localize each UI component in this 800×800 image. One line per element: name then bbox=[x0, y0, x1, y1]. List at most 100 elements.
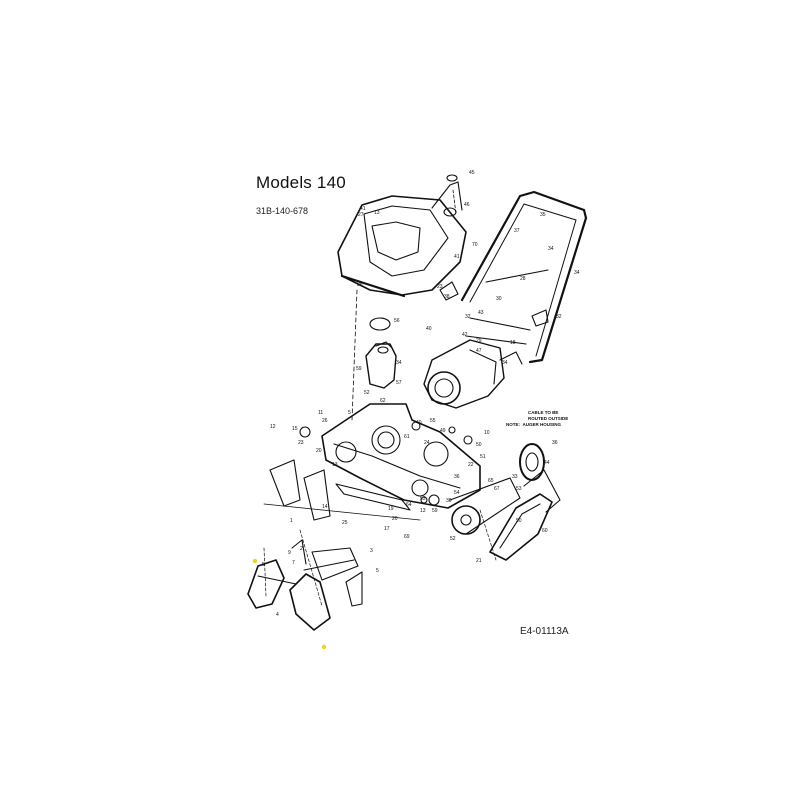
diagram-title: Models 140 bbox=[256, 173, 346, 192]
svg-text:49: 49 bbox=[440, 428, 446, 434]
svg-text:12: 12 bbox=[270, 424, 276, 430]
svg-text:30: 30 bbox=[446, 498, 452, 504]
svg-text:32: 32 bbox=[465, 314, 471, 320]
svg-text:23: 23 bbox=[437, 284, 443, 290]
svg-text:28: 28 bbox=[520, 276, 526, 282]
svg-text:41: 41 bbox=[454, 254, 460, 260]
svg-text:25: 25 bbox=[342, 520, 348, 526]
svg-text:43: 43 bbox=[478, 310, 484, 316]
engine bbox=[423, 339, 523, 409]
svg-text:60: 60 bbox=[542, 528, 548, 534]
chute-knob bbox=[446, 174, 458, 182]
svg-text:17: 17 bbox=[384, 526, 390, 532]
svg-text:51: 51 bbox=[480, 454, 486, 460]
svg-text:9: 9 bbox=[288, 550, 291, 556]
svg-text:59: 59 bbox=[432, 508, 438, 514]
auger-housing bbox=[321, 403, 481, 509]
svg-text:34: 34 bbox=[574, 270, 580, 276]
svg-text:27: 27 bbox=[358, 212, 364, 218]
svg-text:7: 7 bbox=[292, 560, 295, 566]
svg-text:50: 50 bbox=[476, 442, 482, 448]
svg-text:5: 5 bbox=[262, 562, 265, 568]
svg-text:53: 53 bbox=[516, 486, 522, 492]
svg-text:14: 14 bbox=[322, 504, 328, 510]
svg-text:5: 5 bbox=[348, 410, 351, 416]
svg-text:21: 21 bbox=[476, 558, 482, 564]
svg-text:67: 67 bbox=[494, 486, 500, 492]
svg-text:44: 44 bbox=[544, 460, 550, 466]
svg-text:34: 34 bbox=[396, 360, 402, 366]
svg-text:37: 37 bbox=[514, 228, 520, 234]
svg-text:33: 33 bbox=[512, 474, 518, 480]
svg-text:34: 34 bbox=[548, 246, 554, 252]
svg-text:30: 30 bbox=[496, 296, 502, 302]
svg-text:35: 35 bbox=[540, 212, 546, 218]
note-line-1: CABLE TO BE bbox=[528, 410, 559, 415]
highlight-marker bbox=[321, 644, 327, 650]
svg-text:29: 29 bbox=[476, 338, 482, 344]
fuel-tank bbox=[365, 341, 397, 389]
pulley bbox=[451, 505, 481, 535]
svg-text:69: 69 bbox=[404, 534, 410, 540]
svg-text:45: 45 bbox=[469, 170, 475, 176]
svg-text:10: 10 bbox=[484, 430, 490, 436]
svg-text:32: 32 bbox=[556, 314, 562, 320]
svg-text:3: 3 bbox=[370, 548, 373, 554]
note-prefix: NOTE: bbox=[506, 422, 520, 427]
figure-code: E4-01113A bbox=[520, 626, 569, 637]
svg-text:36: 36 bbox=[454, 474, 460, 480]
svg-text:22: 22 bbox=[468, 462, 474, 468]
svg-text:36: 36 bbox=[552, 440, 558, 446]
auger-assembly bbox=[247, 539, 363, 631]
svg-text:18: 18 bbox=[510, 340, 516, 346]
svg-text:11: 11 bbox=[318, 410, 323, 416]
svg-text:34: 34 bbox=[502, 360, 508, 366]
svg-text:4: 4 bbox=[276, 612, 279, 618]
svg-text:13: 13 bbox=[374, 210, 380, 216]
svg-text:54: 54 bbox=[454, 490, 460, 496]
chute-shroud bbox=[337, 181, 467, 298]
callout-labels: 45 46 41 13 27 70 41 36 35 37 34 34 28 2… bbox=[262, 170, 580, 618]
svg-text:2: 2 bbox=[300, 546, 303, 552]
svg-text:1: 1 bbox=[290, 518, 293, 524]
svg-text:55: 55 bbox=[430, 418, 436, 424]
svg-text:42: 42 bbox=[462, 332, 468, 338]
svg-text:64: 64 bbox=[406, 502, 412, 508]
svg-text:13: 13 bbox=[332, 462, 338, 468]
svg-text:5: 5 bbox=[376, 568, 379, 574]
svg-text:70: 70 bbox=[472, 242, 478, 248]
svg-text:56: 56 bbox=[394, 318, 400, 324]
svg-text:52: 52 bbox=[364, 390, 370, 396]
note-line-3: AUGER HOUSING bbox=[522, 422, 562, 427]
svg-text:36: 36 bbox=[357, 282, 363, 288]
svg-text:20: 20 bbox=[392, 516, 398, 522]
svg-text:46: 46 bbox=[464, 202, 470, 208]
svg-text:23: 23 bbox=[298, 440, 304, 446]
svg-text:26: 26 bbox=[322, 418, 328, 424]
svg-text:59: 59 bbox=[356, 366, 362, 372]
svg-text:65: 65 bbox=[488, 478, 494, 484]
svg-text:15: 15 bbox=[292, 426, 298, 432]
svg-text:52: 52 bbox=[450, 536, 456, 542]
belt-cover bbox=[489, 493, 553, 561]
svg-text:50: 50 bbox=[516, 518, 522, 524]
svg-text:19: 19 bbox=[388, 506, 394, 512]
svg-text:40: 40 bbox=[426, 326, 432, 332]
highlight-marker bbox=[252, 558, 258, 564]
wheel bbox=[519, 443, 545, 481]
handle-assembly bbox=[460, 190, 588, 364]
svg-text:41: 41 bbox=[360, 206, 366, 212]
model-number: 31B-140-678 bbox=[256, 206, 309, 216]
svg-text:61: 61 bbox=[404, 434, 410, 440]
svg-text:57: 57 bbox=[396, 380, 402, 386]
svg-text:62: 62 bbox=[380, 398, 386, 404]
svg-text:53: 53 bbox=[420, 496, 426, 502]
svg-text:47: 47 bbox=[476, 348, 482, 354]
note-line-2: ROUTED OUTSIDE bbox=[528, 416, 569, 421]
cable-routing-note: CABLE TO BE ROUTED OUTSIDE NOTE: AUGER H… bbox=[506, 410, 568, 428]
svg-text:40: 40 bbox=[416, 420, 422, 426]
svg-text:24: 24 bbox=[424, 440, 430, 446]
svg-text:38: 38 bbox=[444, 294, 450, 300]
svg-text:20: 20 bbox=[316, 448, 322, 454]
